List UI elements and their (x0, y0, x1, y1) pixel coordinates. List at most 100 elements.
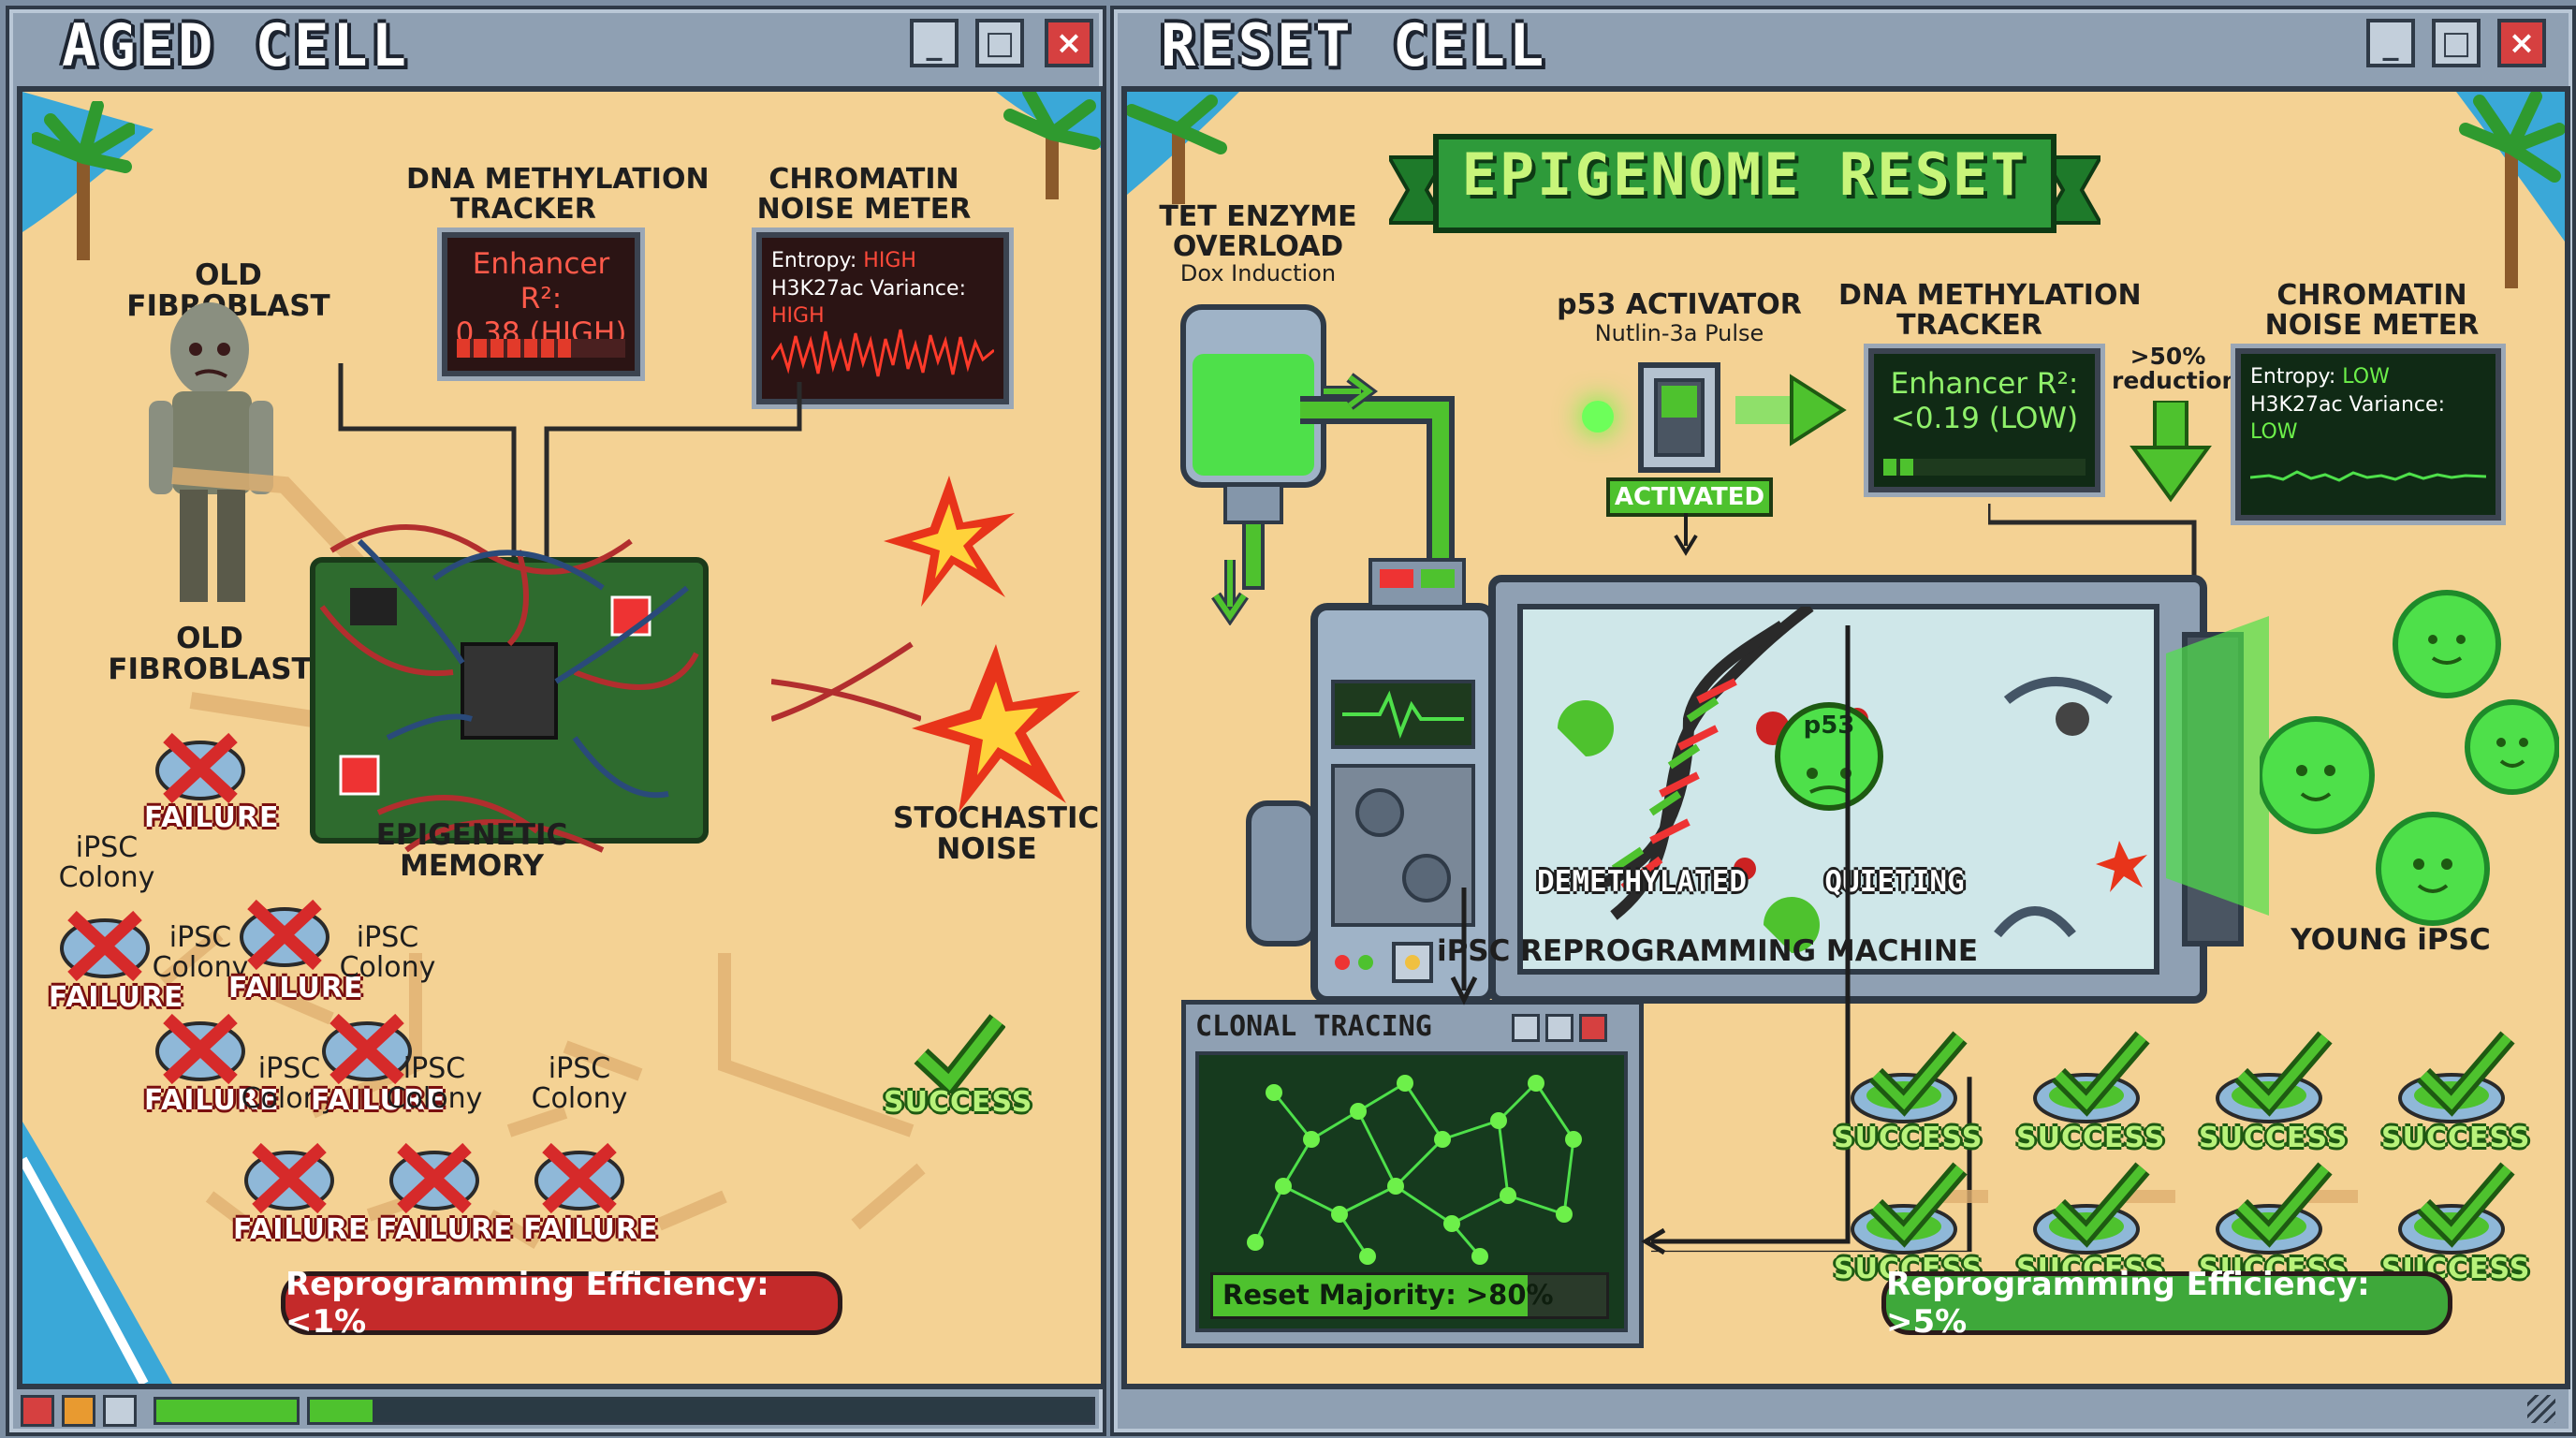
led-indicator (1582, 401, 1614, 433)
failure-tag: FAILURE (233, 1213, 369, 1246)
close-icon: × (1055, 24, 1083, 62)
methylation-level-bar (457, 339, 625, 358)
palm-tree-icon (32, 101, 135, 260)
failure-x-icon (155, 732, 245, 803)
aged-cell-panel: DNA METHYLATION TRACKER Enhancer R²: 0.3… (17, 86, 1106, 1389)
maximize-button[interactable]: □ (2432, 19, 2481, 67)
ipsc-colony-label: iPSC Colony (339, 921, 436, 984)
green-arrow-icon (1324, 373, 1378, 410)
ipsc-colony-label: iPSC Colony (58, 831, 155, 894)
dna-tracker-title: DNA METHYLATION TRACKER (1838, 279, 2142, 342)
petri-dish-icon (2033, 1031, 2150, 1123)
green-beam (2166, 616, 2269, 916)
spark-icon (912, 644, 1080, 813)
status-settings-icon[interactable] (103, 1395, 137, 1427)
failure-tag: FAILURE (523, 1213, 659, 1246)
minimize-icon: _ (2382, 24, 2399, 62)
efficiency-badge-high: Reprogramming Efficiency: >5% (1881, 1266, 2452, 1341)
window-title-reset: RESET CELL (1161, 11, 1548, 80)
clonal-network-screen: Reset Majority: >80% (1195, 1051, 1628, 1332)
failure-tag: FAILURE (49, 981, 184, 1014)
success-tag: SUCCESS (2016, 1122, 2166, 1154)
success-dish: SUCCESS (2199, 1028, 2347, 1168)
entropy-value: HIGH (863, 249, 916, 272)
toggle-switch-icon[interactable] (1637, 361, 1721, 474)
ipsc-colony-label: iPSC Colony (386, 1052, 483, 1115)
success-dish: SUCCESS (1834, 1028, 1982, 1168)
noise-meter-screen: Entropy: HIGH H3K27ac Variance: HIGH (756, 232, 1009, 404)
network-graph-icon (1247, 1075, 1582, 1265)
minimize-button[interactable]: _ (910, 19, 959, 67)
success-grid: SUCCESS SUCCESS SUCCESS SUCCESS SUCCESS … (1834, 1028, 2550, 1328)
tank-icon (1180, 304, 1342, 590)
ipsc-colony-label: iPSC Colony (152, 921, 249, 984)
reset-majority-label: Reset Majority: >80% (1222, 1279, 1554, 1311)
connector-lines (338, 363, 802, 588)
palm-tree-icon (1127, 95, 1227, 204)
status-close-icon[interactable] (21, 1395, 54, 1427)
failure-x-icon (389, 1142, 479, 1213)
failure-x-icon (155, 1013, 245, 1084)
green-arrow-icon (1735, 374, 1847, 447)
p53-cell-icon (1775, 702, 1883, 811)
demethylated-label: DEMETHYLATED (1537, 865, 1747, 899)
entropy-label: Entropy: (2250, 365, 2336, 389)
petri-dish-icon (2398, 1162, 2515, 1255)
dna-readout-value: <0.19 (LOW) (1890, 402, 2079, 436)
reset-majority-bar: Reset Majority: >80% (1210, 1272, 1609, 1319)
tet-sub: Dox Induction (1179, 260, 1337, 286)
variance-value: HIGH (771, 304, 825, 329)
failure-x-icon (534, 1142, 624, 1213)
progress-bar-1 (154, 1397, 300, 1425)
maximize-icon: □ (984, 24, 1016, 62)
mini-maximize-button[interactable] (1545, 1014, 1573, 1042)
clonal-tracing-title: CLONAL TRACING (1195, 1010, 1432, 1043)
failure-tag: FAILURE (144, 1084, 280, 1117)
efficiency-badge-low: Reprogramming Efficiency: <1% (281, 1266, 842, 1341)
failure-tag: FAILURE (228, 972, 364, 1005)
green-arrow-icon (2130, 401, 2212, 503)
failure-tag: FAILURE (311, 1084, 446, 1117)
activated-badge: ACTIVATED (1606, 477, 1773, 517)
green-arrow-icon (1211, 560, 1249, 625)
noise-waveform (771, 329, 994, 377)
close-icon: × (2508, 24, 2536, 62)
mini-close-button[interactable] (1579, 1014, 1607, 1042)
clonal-tracing-window: CLONAL TRACING (1181, 1000, 1644, 1348)
ipsc-face-icon (2260, 590, 2559, 926)
resize-grip-icon[interactable] (2527, 1395, 2555, 1423)
reduction-label: >50% reduction (2112, 343, 2239, 395)
status-warning-icon[interactable] (62, 1395, 95, 1427)
progress-bar-2 (307, 1397, 1095, 1425)
reset-cell-panel: EPIGENOME RESET TET ENZYME OVERLOAD Dox … (1121, 86, 2570, 1389)
close-button[interactable]: × (2497, 19, 2546, 67)
entropy-label: Entropy: (771, 249, 857, 272)
noise-meter-title: CHROMATIN NOISE METER (2264, 279, 2480, 342)
variance-label: H3K27ac Variance: (771, 276, 966, 301)
methylation-level-bar (1883, 459, 2086, 476)
petri-dish-icon (2216, 1162, 2333, 1255)
maximize-button[interactable]: □ (975, 19, 1024, 67)
petri-dish-icon (2216, 1031, 2333, 1123)
maximize-icon: □ (2440, 24, 2472, 62)
return-arrow (1641, 625, 1851, 1255)
dna-tracker-screen: Enhancer R²: <0.19 (LOW) (1868, 348, 2100, 492)
entropy-value: LOW (2342, 365, 2390, 389)
failure-x-icon (244, 1142, 334, 1213)
close-button[interactable]: × (1045, 19, 1093, 67)
success-dish: SUCCESS (1834, 1159, 1982, 1299)
circuit-board-icon (310, 524, 709, 853)
petri-dish-icon (2033, 1162, 2150, 1255)
ipsc-colony-label: iPSC Colony (241, 1052, 338, 1115)
success-dish: SUCCESS (2016, 1159, 2164, 1299)
failure-x-icon (322, 1013, 412, 1084)
noise-waveform (2250, 470, 2486, 482)
success-tag: SUCCESS (2381, 1122, 2531, 1154)
p53-title: p53 ACTIVATOR (1557, 288, 1802, 321)
spark-lines (771, 641, 921, 722)
mini-minimize-button[interactable] (1512, 1014, 1540, 1042)
dna-tracker-title: DNA METHYLATION TRACKER (406, 163, 710, 226)
palm-tree-icon (2459, 92, 2565, 288)
minimize-button[interactable]: _ (2366, 19, 2415, 67)
down-arrow (1674, 513, 1698, 556)
